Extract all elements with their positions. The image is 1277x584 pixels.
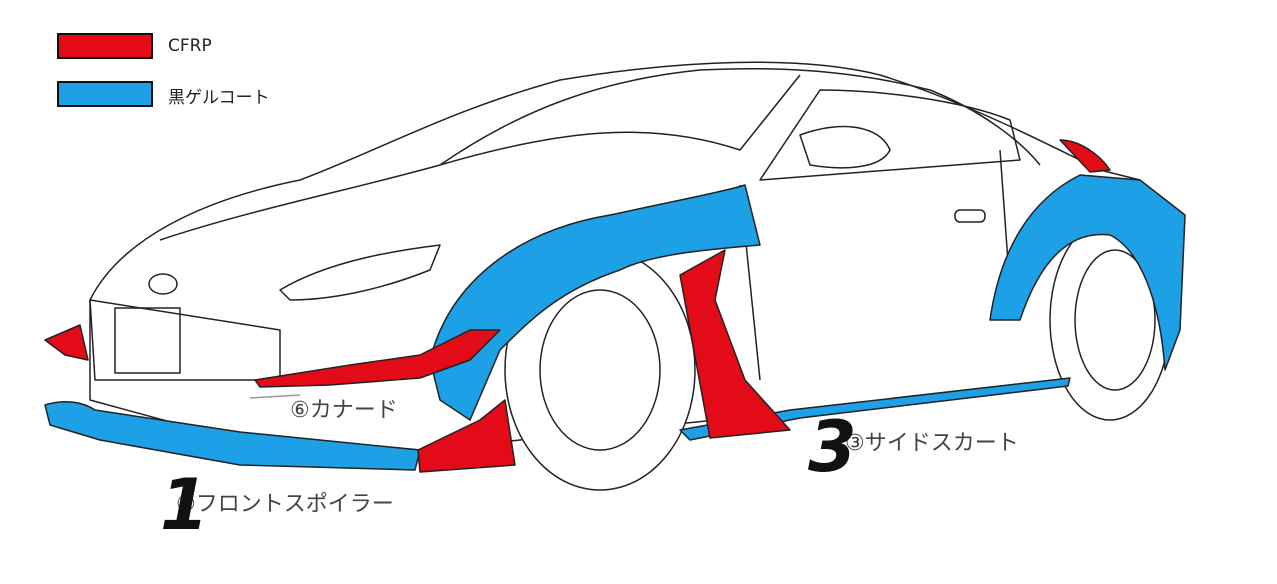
hood-line — [159, 164, 441, 241]
legend-swatch-cfrp — [57, 33, 153, 59]
mirror — [799, 125, 891, 169]
canard-leader — [249, 394, 301, 399]
callout-front-spoiler: ①フロントスポイラー — [176, 492, 394, 517]
canard — [254, 329, 501, 388]
side-skirt — [679, 377, 1071, 441]
headlight — [279, 244, 441, 301]
door-handle — [954, 209, 986, 223]
front-fender-flare — [429, 184, 761, 421]
marker-number-3: 3 — [808, 406, 857, 488]
license-plate — [114, 307, 181, 374]
legend-label-cfrp: CFRP — [168, 36, 212, 56]
rear-spoiler-tip — [1059, 139, 1111, 173]
roof-line — [439, 67, 1041, 166]
front-fender-duct — [679, 249, 791, 439]
front-wheel-rim — [539, 289, 661, 451]
legend-swatch-gelcoat — [57, 81, 153, 107]
windshield — [439, 74, 801, 166]
rear-fender-flare — [989, 174, 1186, 371]
legend-label-gelcoat: 黒ゲルコート — [168, 88, 270, 108]
rear-wheel-rim — [1074, 249, 1156, 391]
front-canard-left — [44, 324, 89, 361]
marker-number-1: 1 — [160, 464, 209, 546]
emblem — [148, 273, 178, 295]
front-spoiler — [44, 400, 421, 471]
side-window — [759, 89, 1021, 181]
front-splitter-endplate — [417, 399, 516, 473]
callout-canard: ⑥カナード — [290, 398, 398, 423]
callout-side-skirt: ③サイドスカート — [845, 431, 1019, 456]
